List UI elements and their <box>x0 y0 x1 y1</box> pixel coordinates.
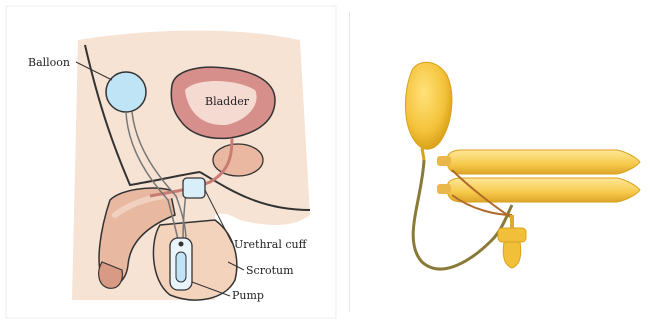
balloon-reservoir <box>106 72 146 112</box>
device-cylinder-upper <box>447 150 640 174</box>
label-pump: Pump <box>232 289 264 302</box>
label-urethral-cuff: Urethral cuff <box>234 238 306 251</box>
device-photo-panel <box>352 0 663 322</box>
device-balloon <box>405 62 451 149</box>
balloon-neck <box>422 148 424 160</box>
device-pump-bulb <box>503 242 520 268</box>
panel-divider <box>349 12 350 312</box>
cylinder-tip-lower <box>437 184 451 194</box>
pump-button <box>179 242 184 247</box>
urethral-cuff <box>183 178 205 198</box>
prostate-shape <box>213 144 263 176</box>
label-scrotum: Scrotum <box>246 264 294 277</box>
device-photo <box>352 0 663 322</box>
scrotum-shape <box>153 220 236 300</box>
pump-housing <box>498 228 526 242</box>
anatomy-illustration-panel: Balloon Bladder Urethral cuff Scrotum Pu… <box>0 0 345 322</box>
cylinder-tip-upper <box>437 156 451 166</box>
label-balloon: Balloon <box>28 56 70 69</box>
device-cylinder-lower <box>447 178 640 202</box>
pump-bulb <box>176 252 186 282</box>
label-bladder: Bladder <box>205 95 249 108</box>
